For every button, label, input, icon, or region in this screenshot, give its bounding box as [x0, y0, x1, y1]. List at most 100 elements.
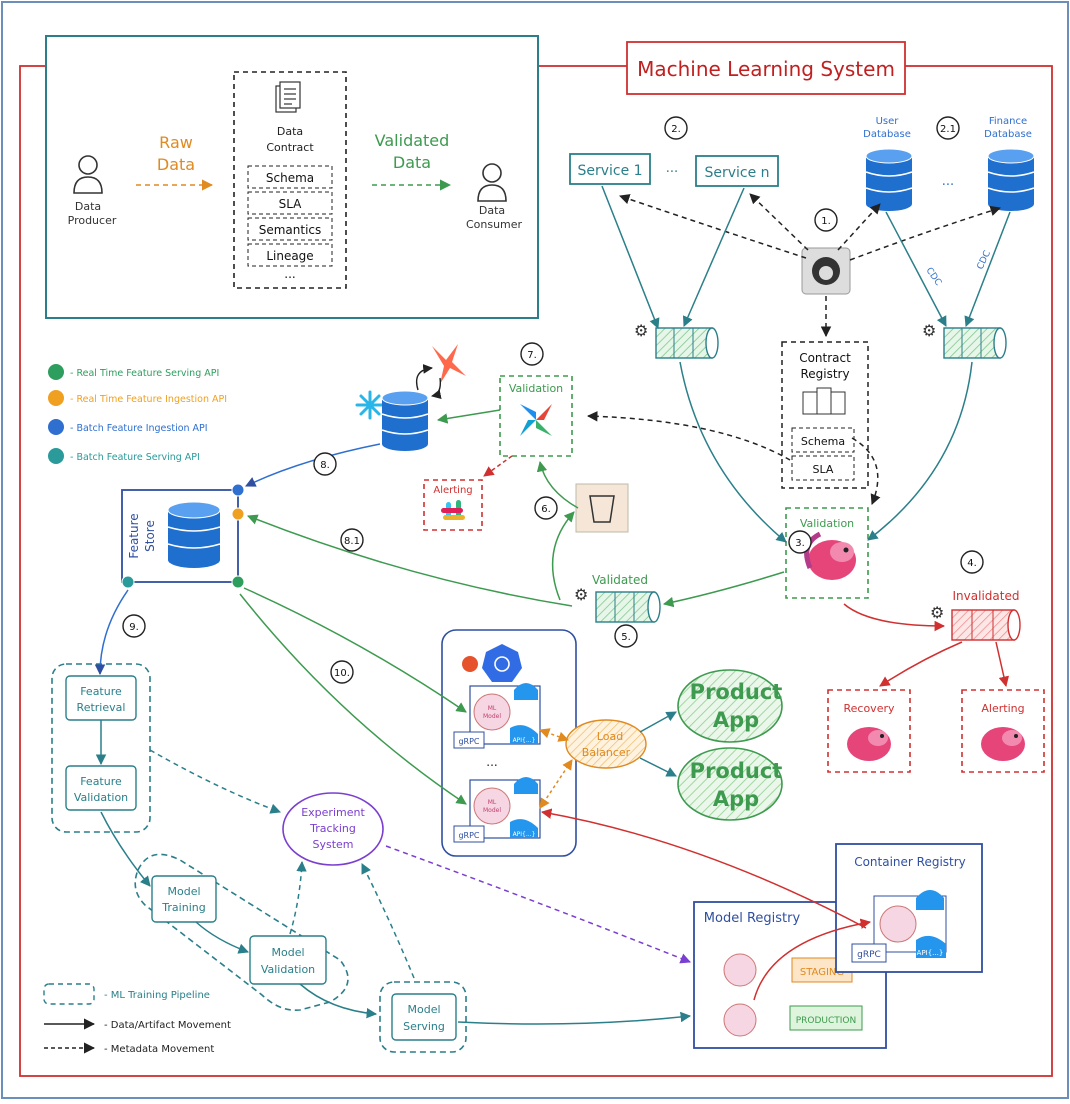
step-marker-circle	[534, 496, 558, 520]
producer-label-1: Data	[75, 200, 101, 213]
step-marker-circle	[614, 624, 638, 648]
product-app-1-label-1: Product	[690, 680, 783, 704]
contract-registry-title-2: Registry	[800, 367, 849, 381]
experiment-tracking-label-3: System	[312, 838, 353, 851]
legend-pipeline-swatch	[43, 983, 95, 1005]
step-marker-circle	[313, 452, 337, 476]
step-marker-label: 2.1	[940, 124, 956, 135]
s3-bucket-icon	[575, 483, 629, 533]
model-serving-box	[391, 993, 457, 1041]
grpc-label-3: gRPC	[857, 950, 881, 960]
cdc-label-1: CDC	[924, 266, 943, 288]
staging-label: STAGING	[800, 967, 844, 978]
contract-item-more: ...	[284, 267, 295, 281]
finance-db-label-1: Finance	[989, 116, 1027, 127]
step-marker-label: 2.	[671, 124, 681, 135]
load-balancer-label-2: Balancer	[582, 746, 631, 759]
model-container-1: ML Model gRPC API{...}	[453, 683, 541, 749]
contract-item-semantics: Semantics	[259, 223, 322, 237]
experiment-tracking-label-2: Tracking	[309, 822, 356, 835]
api-label-2: API{...}	[513, 831, 536, 838]
registry-sla-box	[791, 455, 855, 481]
feature-validation-label-2: Validation	[74, 791, 128, 804]
user-database-icon	[865, 148, 913, 211]
diagram-title: Machine Learning System	[637, 57, 895, 81]
step-marker-label: 8.1	[344, 536, 360, 547]
contract-item-lineage: Lineage	[266, 249, 313, 263]
flow-arrows	[94, 185, 1011, 1025]
validated-topic-label: Validated	[592, 573, 648, 587]
api-legend-dot	[48, 390, 64, 406]
dbt-loop-arrow-2	[431, 377, 442, 400]
service-1-label: Service 1	[577, 163, 642, 179]
svg-text:⚙: ⚙	[574, 585, 588, 604]
prometheus-icon	[462, 656, 478, 672]
model-validation-box	[249, 935, 327, 985]
dbt-icon	[432, 344, 466, 384]
ml-model-label-1: ML	[488, 705, 497, 712]
api-legend: - Real Time Feature Serving API- Real Ti…	[48, 364, 227, 464]
step-marker-label: 10.	[334, 668, 350, 679]
step-marker-label: 8.	[320, 460, 330, 471]
registry-schema-label: Schema	[801, 435, 845, 448]
load-balancer	[565, 719, 647, 769]
legend-metadata-label: - Metadata Movement	[104, 1044, 214, 1055]
staging-model-icon	[723, 953, 757, 987]
flink-validation-label: Validation	[800, 517, 854, 530]
kubernetes-icon	[482, 644, 522, 682]
airflow-validation-label: Validation	[509, 382, 563, 395]
cluster-ellipsis: ...	[486, 755, 497, 769]
slack-alerting-box	[423, 479, 483, 531]
alerting-flink-icon	[981, 727, 1025, 761]
contract-item-schema: Schema	[266, 171, 314, 185]
fs-realtime-serving-port	[231, 575, 245, 589]
api-legend-dot	[48, 419, 64, 435]
api-legend-dot	[48, 364, 64, 380]
model-container-2: ML Model gRPC API{...}	[453, 777, 541, 843]
kafka-topic-validated: ⚙	[574, 585, 661, 623]
feature-store-database-icon	[167, 501, 221, 568]
svg-text:⚙: ⚙	[634, 321, 648, 340]
legend-pipeline-label: - ML Training Pipeline	[104, 990, 210, 1001]
step-marker-label: 6.	[541, 504, 551, 515]
training-pipeline-group	[134, 853, 349, 1012]
producer-label-2: Producer	[68, 214, 117, 227]
step-marker-circle	[330, 660, 354, 684]
contract-box	[233, 71, 347, 289]
step-marker-circle	[814, 208, 838, 232]
registry-documents-icon	[802, 387, 846, 415]
feature-retrieval-label-1: Feature	[80, 685, 122, 698]
kafka-topic-services: ⚙	[634, 321, 719, 359]
product-app-1	[677, 669, 783, 743]
step-marker-circle	[520, 342, 544, 366]
experiment-tracking-ellipse	[282, 792, 384, 866]
contract-items: Schema SLA Semantics Lineage ...	[247, 165, 333, 281]
svg-text:⚙: ⚙	[922, 321, 936, 340]
step-marker-label: 9.	[129, 622, 139, 633]
model-serving-group	[379, 981, 467, 1053]
warehouse-database-icon	[381, 390, 429, 451]
product-app-2-label-1: Product	[690, 759, 783, 783]
step-marker-label: 1.	[821, 216, 831, 227]
api-legend-label: - Batch Feature Serving API	[70, 452, 200, 463]
recovery-label: Recovery	[843, 702, 894, 715]
fs-batch-serving-port	[121, 575, 135, 589]
step-marker-circle	[122, 614, 146, 638]
finance-db-label-2: Database	[984, 129, 1032, 140]
grpc-label-2: gRPC	[458, 831, 479, 840]
model-training-box	[151, 875, 217, 923]
user-db-label-1: User	[876, 116, 900, 127]
raw-data-label-2: Data	[157, 155, 195, 174]
kafka-topic-databases: ⚙	[922, 321, 1007, 359]
flink-alerting-label: Alerting	[981, 702, 1024, 715]
consumer-person-icon	[477, 163, 507, 202]
ml-model-label-4: Model	[483, 807, 501, 814]
api-label-1: API{...}	[513, 737, 536, 744]
api-legend-label: - Real Time Feature Serving API	[70, 368, 219, 379]
production-model-icon	[723, 1003, 757, 1037]
step-marker-circle	[936, 116, 960, 140]
slack-icon	[441, 500, 465, 520]
step-marker-label: 7.	[527, 350, 537, 361]
step-marker-circle	[960, 550, 984, 574]
